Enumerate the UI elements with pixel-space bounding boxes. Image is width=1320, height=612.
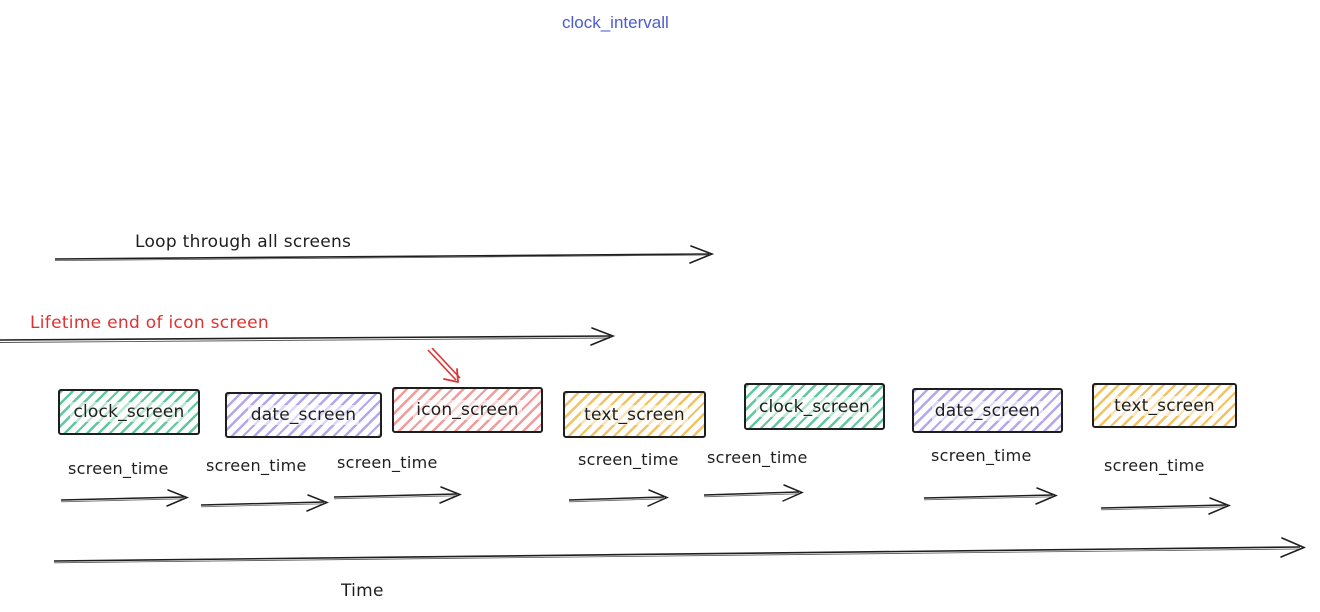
lifetime-arrow-label: Lifetime end of icon screen [30,313,269,333]
screen-time-label-6: screen_time [931,446,1032,465]
diagram-title: clock_intervall [562,13,669,32]
icon-screen-pointer-arrow [427,348,461,383]
screen-box-label: date_screen [931,400,1044,421]
screen-time-arrow-1 [60,489,189,507]
loop-arrow-label: Loop through all screens [135,232,352,252]
screen-box-text-1: text_screen [563,391,706,438]
screen-time-label-7: screen_time [1104,456,1205,475]
screen-time-arrow-3 [333,486,462,504]
screen-box-text-2: text_screen [1092,383,1237,428]
screen-box-label: date_screen [247,405,360,425]
screen-box-label: clock_screen [755,396,874,417]
screen-box-label: text_screen [1111,395,1218,416]
screen-box-label: clock_screen [70,402,188,422]
screen-time-label-1: screen_time [68,459,169,478]
screen-box-label: icon_screen [413,400,522,420]
screen-time-arrow-6 [923,487,1058,505]
screen-time-arrow-2 [200,494,329,512]
screen-box-clock-2: clock_screen [744,383,885,430]
screen-time-label-2: screen_time [206,456,307,475]
screen-time-label-4: screen_time [578,450,679,469]
screen-time-arrow-5 [703,484,804,502]
screen-time-arrow-7 [1100,497,1231,515]
screen-box-date-2: date_screen [912,388,1063,433]
time-axis-label: Time [341,581,384,601]
screen-box-clock-1: clock_screen [58,389,200,435]
screen-time-label-3: screen_time [337,453,438,472]
screen-box-label: text_screen [581,404,688,425]
loop-arrow-line [54,245,715,264]
screen-time-arrow-4 [568,489,669,507]
screen-box-date-1: date_screen [225,392,382,438]
screen-time-label-5: screen_time [707,448,808,467]
lifetime-arrow-line [0,327,616,346]
screen-box-icon: icon_screen [392,387,543,433]
time-axis-arrow [53,537,1307,564]
